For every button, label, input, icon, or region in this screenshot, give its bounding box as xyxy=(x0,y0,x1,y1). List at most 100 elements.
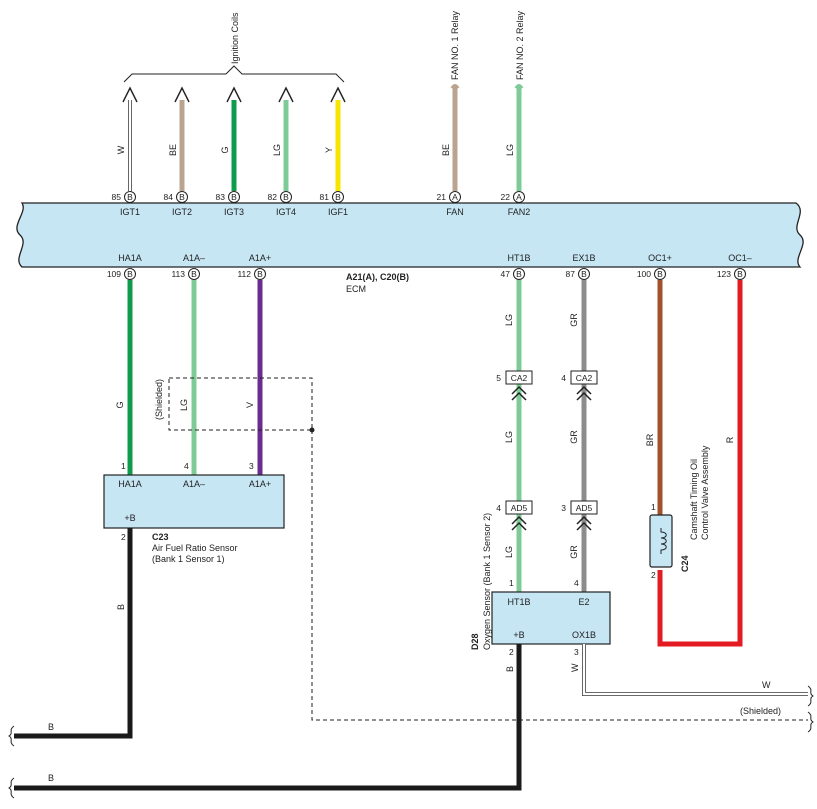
ecm-body xyxy=(16,202,804,268)
arrow-igt4 xyxy=(278,86,294,103)
wire-color-fan: BE xyxy=(441,144,451,156)
junction-id: CA2 xyxy=(511,373,528,383)
ecm-terminal-igt4: IGT4 xyxy=(276,207,296,217)
d28-term-power: +B xyxy=(513,630,524,640)
junction-pin-number: 3 xyxy=(561,503,566,513)
wire-end-fan2 xyxy=(514,84,524,89)
ecm-terminal-label: A1A+ xyxy=(249,253,271,263)
d28-ox1b-wire-outline xyxy=(582,644,808,696)
junction-id: AD5 xyxy=(511,503,528,513)
d28-term-ht1b: HT1B xyxy=(507,597,530,607)
d28-id: D28 xyxy=(470,633,480,650)
wire-color-igt3: G xyxy=(220,146,230,153)
c23-pin1: 1 xyxy=(121,461,126,471)
d28-ox1b-wire xyxy=(582,644,808,696)
junction-id: AD5 xyxy=(576,503,593,513)
connector-marker xyxy=(188,268,200,280)
c24-name-line2: Control Valve Assembly xyxy=(700,445,710,540)
junction-pin-number: 5 xyxy=(496,373,501,383)
fan2-relay-label: FAN NO. 2 Relay xyxy=(515,10,525,80)
wire-end-fan xyxy=(450,84,460,89)
connector-marker xyxy=(734,268,746,280)
ecm-terminal-label: HT1B xyxy=(507,253,530,263)
d28-term-ox1b: OX1B xyxy=(572,630,596,640)
wire-color-label: GR xyxy=(569,545,579,559)
shielded-label: (Shielded) xyxy=(154,379,164,420)
connector-id: B xyxy=(191,269,197,279)
connector-marker xyxy=(654,268,666,280)
connector-marker xyxy=(228,191,240,203)
d28-ground-wire-color: B xyxy=(505,666,515,672)
c23-name-line2: (Bank 1 Sensor 1) xyxy=(152,554,225,564)
right-break-shield xyxy=(807,711,814,733)
wire-color-label: LG xyxy=(504,431,514,443)
c23-pin4: 4 xyxy=(184,461,189,471)
shield-box xyxy=(168,377,313,431)
connector-marker xyxy=(124,191,136,203)
wire-color-label: G xyxy=(115,401,125,408)
wire-color-fan2: LG xyxy=(505,144,515,156)
c23-term-a1a-minus: A1A– xyxy=(183,479,205,489)
c23-sensor-box xyxy=(103,474,285,529)
wire-color-label: LG xyxy=(504,314,514,326)
d28-pin2: 2 xyxy=(509,647,514,657)
ignition-coils-bracket xyxy=(123,65,345,83)
c24-name-line1: Camshaft Timing Oil xyxy=(689,459,699,540)
wire-color-igt2: BE xyxy=(168,144,178,156)
d28-ground-wire xyxy=(14,644,522,791)
ecm-terminal-igf1: IGF1 xyxy=(328,207,348,217)
connector-marker xyxy=(449,191,461,203)
junction-chevron-icon xyxy=(576,385,592,395)
ecm-terminal-igt3: IGT3 xyxy=(224,207,244,217)
ecm-terminal-label: OC1+ xyxy=(648,253,672,263)
c24-pin1: 1 xyxy=(651,502,656,512)
junction-chevron-icon xyxy=(576,515,592,525)
arrow-igf1 xyxy=(330,86,346,103)
c24-id: C24 xyxy=(680,555,690,572)
ecm-terminal-label: OC1– xyxy=(728,253,752,263)
wire-color-label: V xyxy=(245,402,255,408)
c23-term-ha1a: HA1A xyxy=(118,479,142,489)
connector-id: A xyxy=(452,192,458,202)
junction-chevron-icon xyxy=(511,521,527,531)
connector-id: B xyxy=(737,269,743,279)
connector-id: B xyxy=(283,192,289,202)
ecm-pin-number: 84 xyxy=(164,192,174,202)
c23-pin3: 3 xyxy=(249,461,254,471)
c23-id: C23 xyxy=(152,532,169,542)
wire-color-label: GR xyxy=(569,430,579,444)
shield-drain-line xyxy=(311,430,808,721)
junction-connector-ad5 xyxy=(505,500,533,515)
lower-ground-label: B xyxy=(48,773,54,783)
ecm-terminal-fan2: FAN2 xyxy=(508,207,531,217)
connector-id: B xyxy=(179,192,185,202)
c23-term-a1a-plus: A1A+ xyxy=(249,479,271,489)
ecm-terminal-fan: FAN xyxy=(446,207,464,217)
wire-color-igf1: Y xyxy=(324,147,334,153)
ecm-pin-number: 87 xyxy=(566,269,576,279)
d28-sensor-box xyxy=(491,591,611,645)
c23-ground-wire xyxy=(14,528,133,739)
ecm-pin-number: 81 xyxy=(320,192,330,202)
junction-chevron-icon xyxy=(511,515,527,525)
ignition-coils-label: Ignition Coils xyxy=(230,12,240,64)
ecm-pin-number: 47 xyxy=(501,269,511,279)
fan1-relay-label: FAN NO. 1 Relay xyxy=(450,10,460,80)
c23-power-pin: 2 xyxy=(121,532,126,542)
ecm-pin-number: 21 xyxy=(437,192,447,202)
c24-valve-box xyxy=(649,514,673,568)
c24-oc-return-wire xyxy=(657,284,743,647)
connector-marker xyxy=(513,191,525,203)
junction-id: CA2 xyxy=(576,373,593,383)
d28-ox1b-wire-color: W xyxy=(570,663,580,672)
d28-pin3: 3 xyxy=(574,647,579,657)
c24-pin2: 2 xyxy=(651,570,656,580)
connector-id: B xyxy=(335,192,341,202)
connector-marker xyxy=(578,268,590,280)
connector-marker xyxy=(124,268,136,280)
connector-marker xyxy=(254,268,266,280)
arrow-igt2 xyxy=(174,86,190,103)
junction-chevron-icon xyxy=(511,385,527,395)
connector-id: B xyxy=(657,269,663,279)
